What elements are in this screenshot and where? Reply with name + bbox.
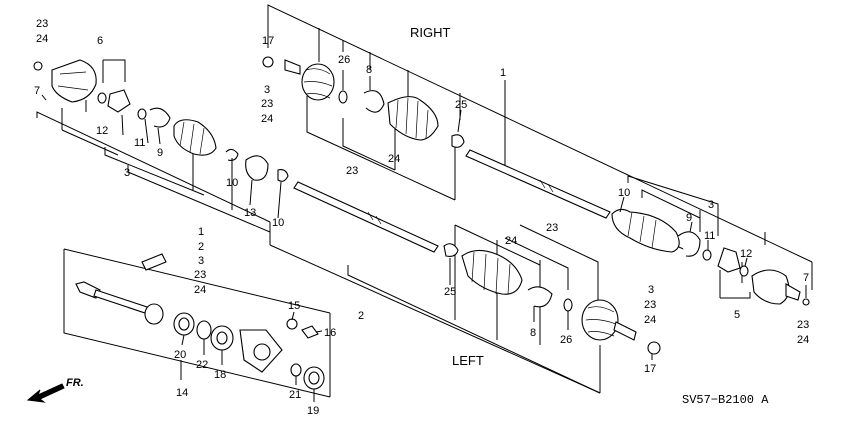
boot-clip-right [451,134,465,148]
callout-label: 13 [244,207,256,219]
callout-label: 11 [134,137,145,149]
callout-label: 11 [704,230,715,242]
callout-label: 12 [740,248,752,260]
inner-boot-left [173,119,217,156]
callout-label: 23 [644,299,656,311]
left-driveshaft-assembly [33,59,661,355]
callout-label: 7 [803,272,809,284]
driveshaft-right [465,149,611,219]
spline-stub-right [284,59,301,75]
callout-label: 8 [366,64,372,76]
callout-label: 24 [261,113,273,125]
callout-label: 3 [648,284,654,296]
intermediate-shaft-assembly [75,253,325,390]
callout-label: 21 [289,389,301,401]
callout-label: 24 [644,314,656,326]
callout-label: 24 [797,334,809,346]
callout-label: 23 [797,319,809,331]
leader-lines [41,70,807,402]
right-driveshaft-assembly [262,56,810,306]
callout-label: 10 [618,187,630,199]
callout-label: 3 [124,167,130,179]
callouts: 23 24 7 6 12 11 9 10 3 13 10 17 3 23 24 … [34,18,809,417]
callout-label: 24 [194,284,206,296]
callout-label: 3 [264,84,270,96]
callout-label: 26 [338,54,350,66]
callout-label: 24 [505,235,517,247]
callout-label: 23 [194,269,206,281]
callout-label: 9 [686,212,692,224]
front-arrow-icon [26,383,65,403]
callout-label: 23 [261,98,273,110]
callout-label: 17 [644,363,656,375]
callout-label: 15 [288,300,300,312]
tripod-joint-right [717,247,741,273]
heading-right: RIGHT [410,25,451,40]
damper-left [245,155,269,181]
callout-label: 23 [36,18,48,30]
boot-band-right [363,90,385,113]
front-label: FR. [66,377,84,389]
callout-label: 23 [346,165,358,177]
callout-label: 22 [196,359,208,371]
callout-label: 10 [272,217,284,229]
callout-label: 24 [36,33,48,45]
callout-label: 26 [560,334,572,346]
callout-label: 6 [97,35,103,47]
callout-label: 1 [198,226,204,238]
callout-label: 2 [358,310,364,322]
front-direction-marker: FR. [26,377,84,403]
driveshaft-left [293,181,439,253]
outer-boot-right [387,96,439,141]
callout-label: 19 [307,405,319,417]
callout-label: 14 [176,387,188,399]
inner-band-right [677,231,701,257]
callout-label: 8 [530,327,536,339]
callout-label: 17 [262,35,274,47]
callout-label: 18 [214,369,226,381]
bracket-lines [36,4,813,398]
callout-label: 25 [455,99,467,111]
callout-label: 12 [96,125,108,137]
callout-label: 2 [198,241,204,253]
callout-label: 9 [157,147,163,159]
circlip-right [702,249,712,261]
callout-label: 24 [388,153,400,165]
callout-label: 1 [500,67,506,79]
heading-left: LEFT [452,353,484,368]
outer-boot-left [461,249,523,295]
bolt-part [141,253,167,271]
callout-label: 25 [444,286,456,298]
inner-cv-joint-left [51,59,97,103]
callout-label: 23 [546,222,558,234]
callout-label: 7 [34,85,40,97]
callout-label: 3 [708,199,714,211]
boot-band-left [527,286,553,308]
callout-label: 16 [324,327,336,339]
callout-label: 10 [226,177,238,189]
callout-label: 5 [734,309,740,321]
intermediate-shaft [93,289,151,315]
callout-label: 20 [174,349,186,361]
inner-cv-joint-right [751,269,790,305]
diagram-code: SV57−B2100 A [682,393,769,407]
lock-nut-top [262,56,274,68]
callout-label: 3 [198,255,204,267]
inner-boot-right [611,208,680,253]
inner-band-left [149,107,171,128]
boot-band-small-right [338,90,348,104]
tripod-joint-left [107,89,131,113]
